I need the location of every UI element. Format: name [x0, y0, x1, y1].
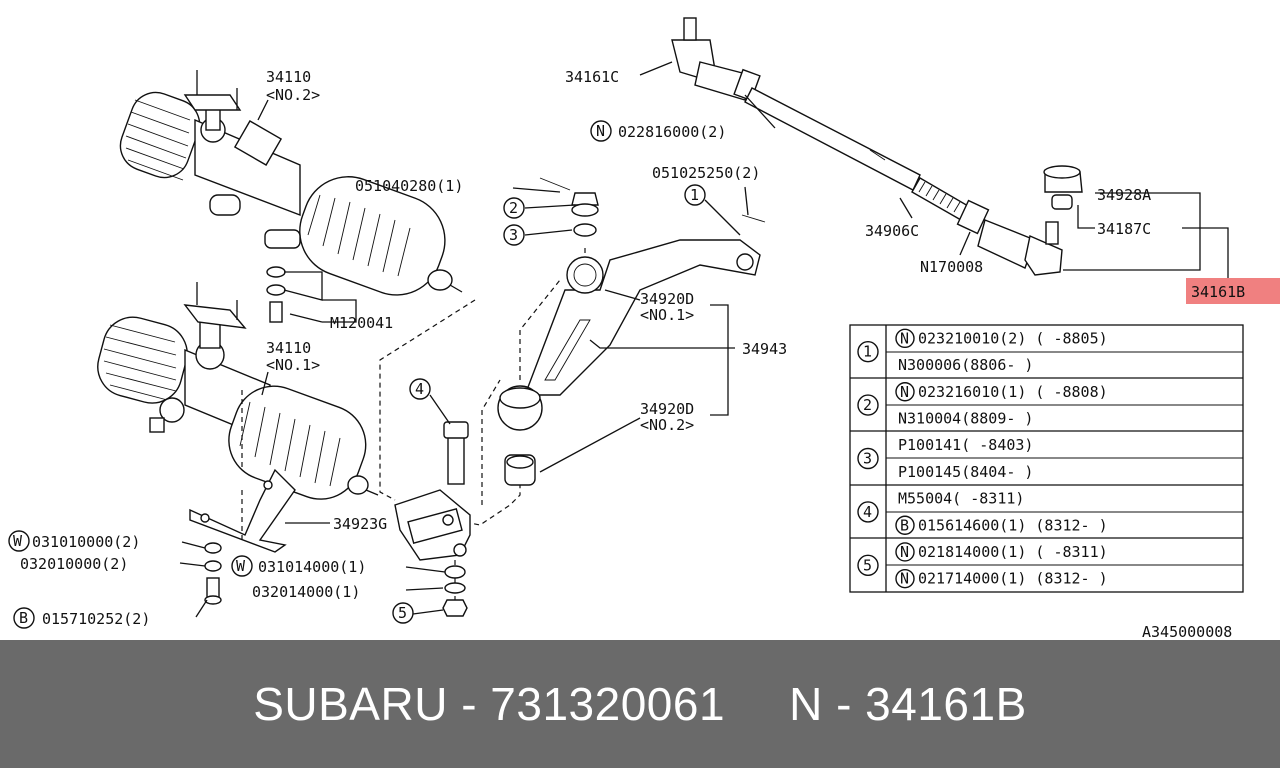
callout-5: 5 [392, 602, 414, 624]
label-022816000: N 022816000(2) [590, 120, 726, 142]
legend-index: 5 [863, 556, 872, 574]
legend-row-text: P100141( -8403) [898, 436, 1033, 454]
legend-prefix-circle [895, 542, 915, 562]
label-34920d-no1-sub: <NO.1> [640, 306, 694, 324]
svg-text:W: W [13, 532, 23, 550]
label-34943: 34943 [742, 340, 787, 358]
label-051025250: 051025250(2) [652, 164, 760, 182]
footer-title: SUBARU - 731320061 N - 34161B [253, 677, 1027, 731]
diagram-code: A345000008 [1142, 623, 1232, 640]
svg-text:4: 4 [415, 380, 424, 398]
legend-prefix-circle [895, 382, 915, 402]
label-34928a: 34928A [1097, 186, 1151, 204]
svg-text:N: N [596, 122, 605, 140]
legend-row-text: N300006(8806- ) [898, 356, 1033, 374]
callout-2: 2 [503, 197, 525, 219]
footer-brand: SUBARU - 731320061 [253, 678, 726, 730]
legend-index-circle [857, 447, 879, 470]
legend-prefix-circle [895, 568, 915, 589]
legend-index: 2 [863, 396, 872, 414]
label-051040280: 051040280(1) [355, 177, 463, 195]
legend-index-circle [857, 501, 879, 523]
svg-text:015710252(2): 015710252(2) [42, 610, 150, 628]
legend-row-text: 023216010(1) ( -8808) [918, 383, 1108, 401]
svg-text:031014000(1): 031014000(1) [258, 558, 366, 576]
legend-row-text: M55004( -8311) [898, 490, 1024, 508]
legend-row-text: 021814000(1) ( -8311) [918, 543, 1108, 561]
legend-index: 4 [863, 503, 872, 521]
label-34110-no2: 34110 [266, 68, 311, 86]
legend-index: 3 [863, 450, 872, 468]
svg-text:031010000(2): 031010000(2) [32, 533, 140, 551]
legend-prefix: N [900, 543, 909, 561]
idler-bracket [394, 421, 471, 617]
label-34920d-no1: 34920D [640, 290, 694, 308]
gearbox-clamp [189, 468, 296, 553]
legend-index-circle [857, 341, 879, 363]
label-34920d-no2: 34920D [640, 400, 694, 418]
svg-text:1: 1 [690, 186, 699, 204]
label-032010000: 032010000(2) [20, 555, 128, 573]
svg-text:3: 3 [509, 226, 518, 244]
legend-prefix: N [900, 570, 909, 588]
legend-prefix: N [900, 329, 909, 347]
label-m120041: M120041 [330, 314, 393, 332]
label-34187c: 34187C [1097, 220, 1151, 238]
callout-4: 4 [409, 378, 431, 400]
label-34920d-no2-sub: <NO.2> [640, 416, 694, 434]
legend-prefix: B [900, 516, 909, 534]
highlighted-part-34161b[interactable]: 34161B [1186, 278, 1280, 304]
label-34110-no2-sub: <NO.2> [266, 86, 320, 104]
legend-row-text: 021714000(1) (8312- ) [918, 570, 1108, 588]
label-34161c: 34161C [565, 68, 619, 86]
svg-text:022816000(2): 022816000(2) [618, 123, 726, 141]
legend-index: 1 [863, 343, 872, 361]
legend-row-text: 023210010(2) ( -8805) [918, 329, 1108, 347]
legend-prefix: N [900, 383, 909, 401]
legend-index-circle [857, 554, 879, 576]
svg-text:B: B [19, 609, 28, 627]
svg-text:34161B: 34161B [1191, 283, 1245, 301]
steering-gearbox-no2 [119, 70, 463, 296]
label-015710252: B 015710252(2) [13, 607, 150, 629]
legend-prefix-circle [895, 515, 915, 535]
label-34110-no1: 34110 [266, 339, 311, 357]
tie-rod [671, 17, 1083, 276]
label-34906c: 34906C [865, 222, 919, 240]
legend-prefix-circle [895, 328, 915, 349]
legend-row-text: N310004(8809- ) [898, 409, 1033, 427]
legend-index-circle [857, 394, 879, 416]
label-031010000: W 031010000(2) [8, 530, 140, 552]
svg-text:2: 2 [509, 199, 518, 217]
steering-gearbox-no1 [97, 282, 379, 500]
footer-bar: SUBARU - 731320061 N - 34161B [0, 640, 1280, 768]
fasteners-left [204, 266, 286, 605]
svg-text:W: W [236, 557, 246, 575]
legend-row-text: 015614600(1) (8312- ) [918, 516, 1108, 534]
svg-text:5: 5 [398, 604, 407, 622]
footer-part: N - 34161B [789, 678, 1027, 730]
label-031014000: W 031014000(1) [231, 555, 366, 577]
callout-1: 1 [684, 184, 706, 206]
label-34923g: 34923G [333, 515, 387, 533]
label-032014000: 032014000(1) [252, 583, 360, 601]
callout-3: 3 [503, 224, 525, 246]
legend-row-text: P100145(8404- ) [898, 463, 1033, 481]
idler-arm [497, 177, 766, 486]
label-34110-no1-sub: <NO.1> [266, 356, 320, 374]
label-n170008: N170008 [920, 258, 983, 276]
parts-diagram: 1 2 3 4 5 34110 <NO.2> 051040280(1) M120… [8, 17, 1280, 640]
